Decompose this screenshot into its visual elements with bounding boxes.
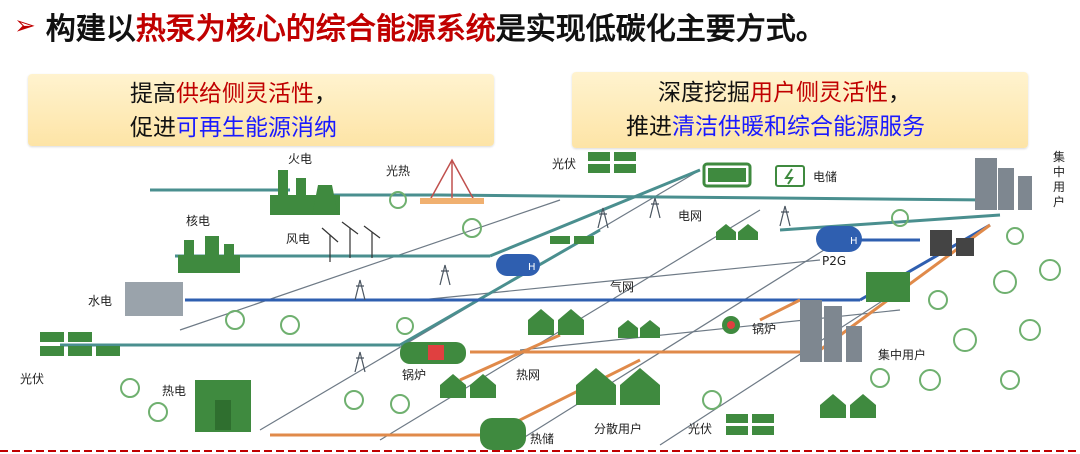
supply-line2-prefix: 促进 bbox=[130, 115, 176, 141]
thermal-power-plant-icon bbox=[270, 170, 340, 215]
label-solar-thermal: 光热 bbox=[386, 164, 411, 178]
demand-line2: 推进清洁供暖和综合能源服务 bbox=[626, 110, 925, 144]
label-wind: 风电 bbox=[286, 232, 311, 246]
battery-storage-icon bbox=[702, 162, 752, 188]
solar-thermal-tower-icon bbox=[420, 158, 484, 204]
solar-panel-icon bbox=[40, 152, 774, 435]
label-boiler-right: 锅炉 bbox=[752, 322, 777, 336]
label-pv-left: 光伏 bbox=[20, 372, 45, 386]
p2g-tank-icon: H bbox=[816, 226, 862, 252]
tree-icons bbox=[120, 191, 1061, 422]
title-part1: 构建以 bbox=[45, 12, 136, 47]
supply-line1-highlight: 供给侧灵活性 bbox=[176, 81, 314, 107]
label-central-user-mid: 集中用户 bbox=[878, 348, 927, 362]
svg-text:H: H bbox=[528, 262, 536, 273]
label-storage: 电储 bbox=[813, 170, 838, 184]
boiler-right-icon bbox=[722, 316, 740, 334]
label-grid: 电网 bbox=[678, 209, 703, 223]
factory-icon bbox=[930, 230, 974, 256]
pylon-icons bbox=[354, 197, 791, 373]
label-nuclear: 核电 bbox=[186, 214, 211, 228]
gas-tank-icon: H bbox=[496, 254, 540, 276]
label-pv-top: 光伏 bbox=[552, 157, 577, 171]
supply-line1: 提高供给侧灵活性， bbox=[130, 77, 337, 111]
electric-storage-icon bbox=[775, 165, 805, 187]
nuclear-plant-icon bbox=[178, 236, 240, 273]
demand-line1: 深度挖掘用户侧灵活性， bbox=[658, 76, 911, 110]
label-hydro: 水电 bbox=[88, 294, 113, 308]
label-heat-grid: 热网 bbox=[516, 368, 541, 382]
demand-line1-highlight: 用户侧灵活性 bbox=[750, 80, 888, 106]
demand-line1-prefix: 深度挖掘 bbox=[658, 80, 750, 106]
label-gas-grid: 气网 bbox=[610, 280, 635, 294]
hydro-dam-icon bbox=[125, 282, 183, 316]
page-title: ➢ 构建以 热泵为核心的综合能源系统 是实现低碳化主要方式。 bbox=[14, 6, 826, 47]
label-heat-storage: 热储 bbox=[530, 432, 555, 446]
label-boiler-left: 锅炉 bbox=[402, 368, 427, 382]
demand-line2-prefix: 推进 bbox=[626, 114, 672, 140]
label-central-user-top: 集中用户 bbox=[1052, 150, 1065, 209]
chp-plant-icon bbox=[195, 380, 251, 432]
demand-side-callout: 深度挖掘用户侧灵活性， 推进清洁供暖和综合能源服务 bbox=[572, 72, 1028, 148]
title-part2: 是实现低碳化主要方式。 bbox=[495, 12, 826, 47]
label-pv-bottom: 光伏 bbox=[688, 422, 713, 436]
boiler-left-icon bbox=[400, 342, 466, 364]
supply-line2-highlight: 可再生能源消纳 bbox=[176, 115, 337, 141]
bullet-arrow-icon: ➢ bbox=[14, 11, 36, 41]
supply-line2: 促进可再生能源消纳 bbox=[130, 111, 337, 145]
demand-line2-highlight: 清洁供暖和综合能源服务 bbox=[672, 114, 925, 140]
demand-line1-suffix: ， bbox=[888, 80, 911, 106]
supply-line1-suffix: ， bbox=[314, 81, 337, 107]
title-highlight: 热泵为核心的综合能源系统 bbox=[135, 12, 496, 47]
supply-side-callout: 提高供给侧灵活性， 促进可再生能源消纳 bbox=[28, 74, 494, 146]
central-user-buildings-icon bbox=[800, 158, 1032, 362]
label-chp: 热电 bbox=[162, 384, 187, 398]
heat-storage-icon bbox=[480, 418, 526, 450]
label-distributed-user: 分散用户 bbox=[594, 422, 643, 436]
svg-text:H: H bbox=[850, 236, 858, 247]
wind-turbine-icon bbox=[321, 221, 381, 262]
label-thermal-power: 火电 bbox=[288, 152, 313, 166]
label-p2g: P2G bbox=[822, 254, 847, 268]
supply-line1-prefix: 提高 bbox=[130, 81, 176, 107]
house-icons bbox=[440, 224, 910, 418]
